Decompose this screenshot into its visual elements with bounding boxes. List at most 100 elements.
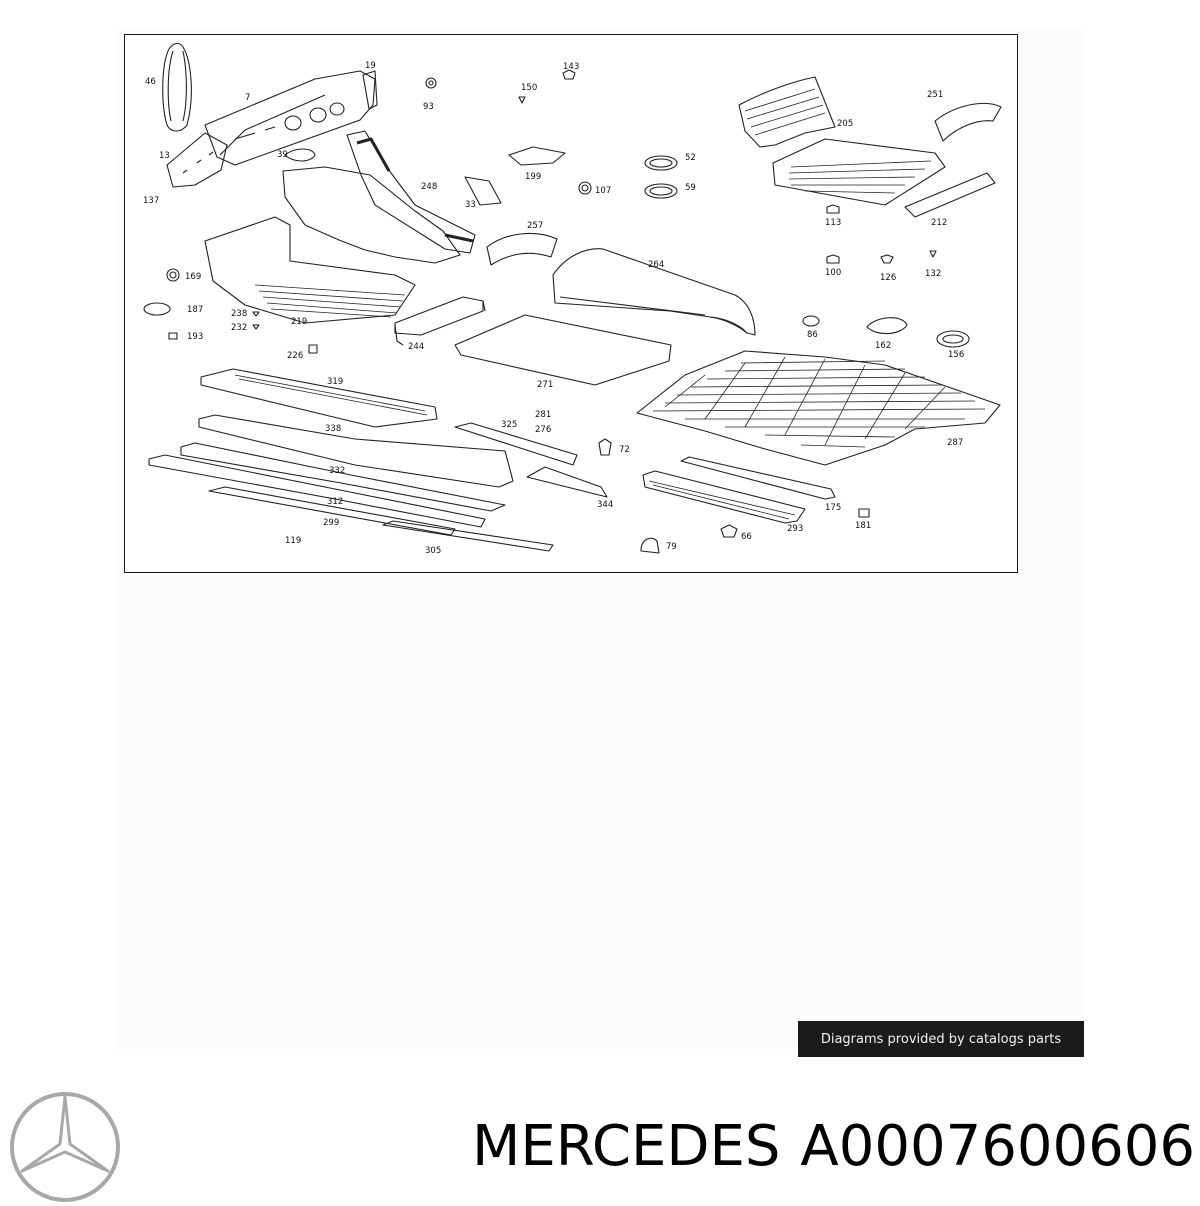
part-193-clip [168, 332, 178, 340]
label-150: 150 [521, 83, 538, 93]
part-257-cover [486, 232, 558, 266]
part-86-grommet [802, 315, 820, 327]
brand-and-part-number: MERCEDES A0007600606 [405, 1106, 1195, 1186]
label-232: 232 [231, 323, 248, 333]
part-332-sill [180, 442, 506, 512]
label-19: 19 [365, 61, 376, 71]
label-281: 281 [535, 410, 552, 420]
label-332: 332 [329, 466, 346, 476]
label-46: 46 [145, 77, 156, 87]
label-181: 181 [855, 521, 872, 531]
label-271: 271 [537, 380, 554, 390]
parts-diagram: 46 19 7 13 137 39 248 93 143 150 199 107… [124, 34, 1018, 573]
part-169-grommet [166, 268, 180, 282]
part-319-sill [200, 368, 438, 428]
label-257: 257 [527, 221, 544, 231]
part-219-front-carpet [204, 216, 416, 324]
label-72: 72 [619, 445, 630, 455]
part-100-clip [826, 254, 840, 264]
part-219-carpet-outline [282, 166, 461, 264]
label-193: 193 [187, 332, 204, 342]
label-175: 175 [825, 503, 842, 513]
label-119: 119 [285, 536, 302, 546]
part-113-clip [826, 204, 840, 214]
label-66: 66 [741, 532, 752, 542]
label-86: 86 [807, 330, 818, 340]
label-293: 293 [787, 524, 804, 534]
part-7-dashboard [204, 70, 376, 166]
label-338: 338 [325, 424, 342, 434]
label-59: 59 [685, 183, 696, 193]
label-79: 79 [666, 542, 677, 552]
part-205-floor-mat [772, 138, 946, 206]
label-113: 113 [825, 218, 842, 228]
label-33: 33 [465, 200, 476, 210]
label-238: 238 [231, 309, 248, 319]
part-39-cover [284, 148, 316, 162]
label-93: 93 [423, 102, 434, 112]
label-126: 126 [880, 273, 897, 283]
part-46-seal [162, 42, 192, 132]
part-156-gasket [936, 330, 970, 348]
part-187-ring [143, 302, 171, 316]
part-251-cover [934, 102, 1002, 142]
diagram-credit-badge: Diagrams provided by catalogs parts [798, 1021, 1084, 1057]
part-205-rear-carpet [738, 76, 836, 148]
part-143-clip [562, 69, 576, 80]
part-79-clip [640, 537, 660, 554]
label-244: 244 [408, 342, 425, 352]
part-66-clip [720, 524, 738, 538]
part-19-bracket [362, 70, 378, 110]
part-338-sill [198, 414, 514, 488]
part-264-tunnel-mat [552, 248, 756, 336]
part-312-sill [148, 454, 486, 528]
part-287-trunk-mat [636, 350, 1001, 466]
part-59-gasket [644, 183, 678, 199]
label-143: 143 [563, 62, 580, 72]
label-212: 212 [931, 218, 948, 228]
part-93-grommet [425, 77, 437, 89]
label-137: 137 [143, 196, 160, 206]
part-number: A0007600606 [800, 1113, 1195, 1179]
label-132: 132 [925, 269, 942, 279]
part-13-side-panel [166, 132, 228, 188]
part-132-clip [929, 250, 937, 258]
part-244-plate [394, 296, 484, 336]
label-199: 199 [525, 172, 542, 182]
label-39: 39 [277, 150, 288, 160]
part-72-clip [598, 438, 612, 456]
label-156: 156 [948, 350, 965, 360]
label-226: 226 [287, 351, 304, 361]
part-52-gasket [644, 155, 678, 171]
part-226-clip [308, 344, 318, 354]
label-7: 7 [245, 93, 251, 103]
exploded-view-drawing [143, 42, 1002, 554]
part-271-board [454, 314, 672, 386]
label-276: 276 [535, 425, 552, 435]
part-150-clip [518, 96, 526, 104]
label-248: 248 [421, 182, 438, 192]
part-126-clip [880, 254, 894, 264]
part-181-clip [858, 508, 870, 518]
label-169: 169 [185, 272, 202, 282]
part-33-corner [464, 176, 502, 206]
label-299: 299 [323, 518, 340, 528]
part-305-strip [382, 520, 554, 552]
label-312: 312 [327, 497, 344, 507]
part-293-mat [642, 470, 806, 524]
label-287: 287 [947, 438, 964, 448]
part-344-strip [526, 466, 608, 498]
part-199-box [508, 146, 566, 166]
label-319: 319 [327, 377, 344, 387]
part-107-ring [578, 181, 592, 195]
label-13: 13 [159, 151, 170, 161]
label-107: 107 [595, 186, 612, 196]
label-205: 205 [837, 119, 854, 129]
label-162: 162 [875, 341, 892, 351]
label-344: 344 [597, 500, 614, 510]
label-325: 325 [501, 420, 518, 430]
label-219: 219 [291, 317, 308, 327]
label-264: 264 [648, 260, 665, 270]
part-248-tunnel [346, 130, 476, 254]
label-305: 305 [425, 546, 442, 556]
